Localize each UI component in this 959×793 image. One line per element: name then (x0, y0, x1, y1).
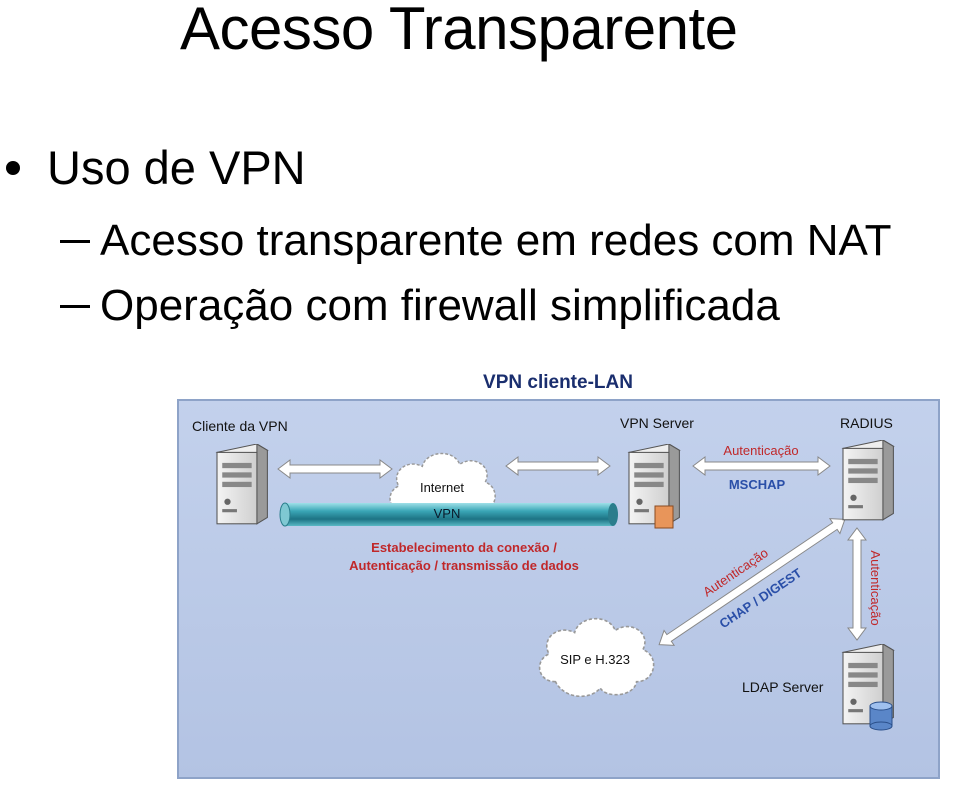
firewall-icon (654, 505, 674, 529)
ldap-label: LDAP Server (742, 679, 824, 695)
arrow-radius-ldap (847, 527, 867, 641)
internet-label: Internet (420, 480, 464, 495)
bullet-level1: Uso de VPN (0, 140, 306, 195)
client-server-icon (216, 444, 268, 525)
radius-server-icon (842, 440, 894, 521)
sub-bullet-text: Operação com firewall simplificada (100, 281, 780, 330)
arrow-client-internet (277, 459, 393, 479)
auth-top-label: Autenticação (723, 443, 798, 458)
connection-text-line1: Estabelecimento da conexão / (371, 540, 557, 555)
bullet-text: Uso de VPN (47, 141, 306, 194)
auth-vertical-label: Autenticação (868, 550, 883, 625)
client-label: Cliente da VPN (192, 418, 288, 434)
vpn-server-label: VPN Server (620, 415, 694, 431)
connection-text-line2: Autenticação / transmissão de dados (349, 558, 579, 573)
dash-icon (60, 239, 90, 243)
mschap-label: MSCHAP (729, 477, 786, 492)
vpn-tunnel (279, 502, 618, 527)
sip-label: SIP e H.323 (560, 652, 630, 667)
radius-label: RADIUS (840, 415, 893, 431)
arrow-vpnserver-radius (692, 456, 831, 476)
tunnel-label: VPN (434, 506, 461, 521)
sub-bullet-text: Acesso transparente em redes com NAT (100, 216, 892, 265)
dash-icon (60, 304, 90, 308)
arrow-internet-vpnserver (505, 456, 611, 476)
slide-title: Acesso Transparente (180, 0, 738, 62)
sub-bullet-nat: Acesso transparente em redes com NAT (60, 216, 892, 266)
diagram-panel (177, 399, 940, 779)
sub-bullet-firewall: Operação com firewall simplificada (60, 281, 780, 331)
diagram-title: VPN cliente-LAN (483, 372, 633, 393)
database-icon (869, 701, 893, 731)
bullet-dot-icon (6, 160, 20, 175)
